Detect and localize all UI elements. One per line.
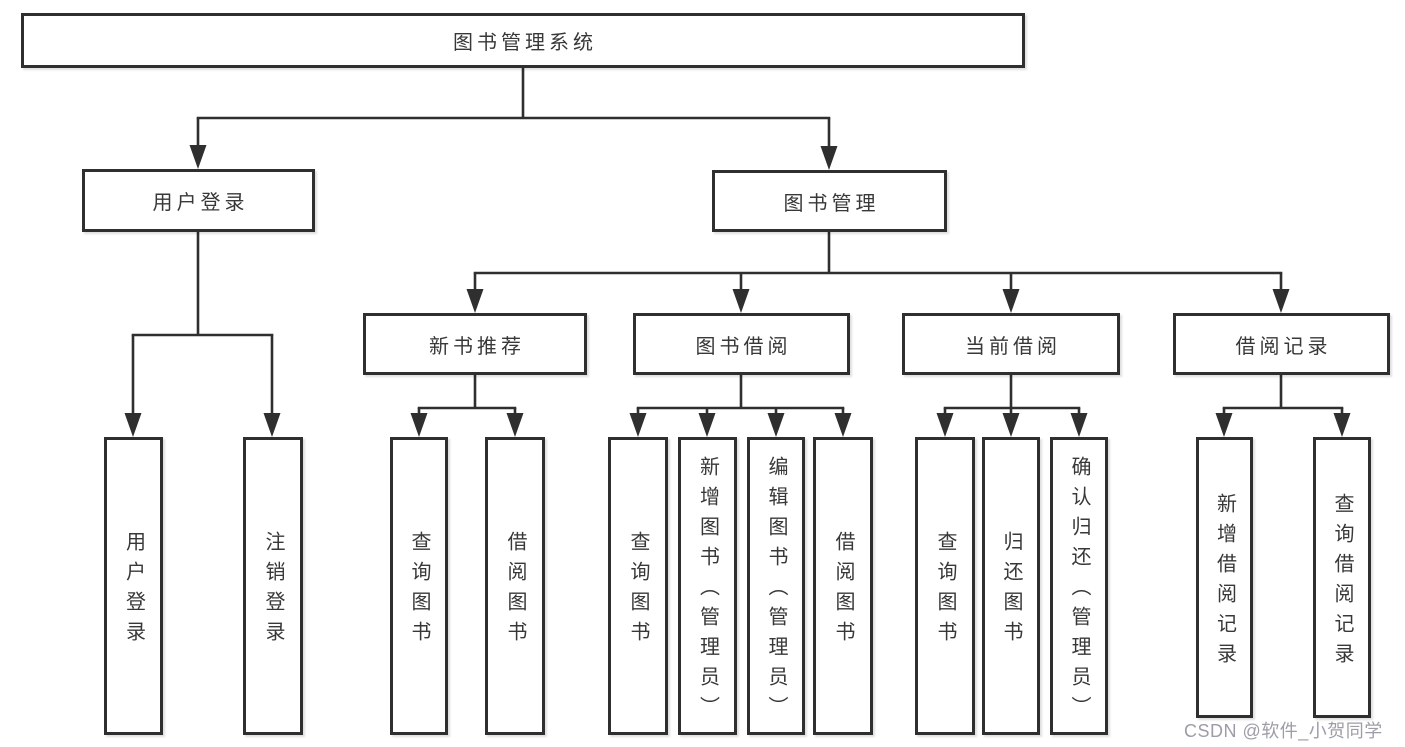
node-label-leaf-query-borrow-record: 查询借阅记录 <box>1331 492 1353 673</box>
node-label-leaf-confirm-return-admin: 确认归还（管理员） <box>1068 456 1090 726</box>
arrow-down-icon <box>410 413 428 437</box>
diagram-node-leaf-query-books-current: 查询图书 <box>915 437 975 735</box>
node-label-leaf-query-books-current: 查询图书 <box>934 531 956 651</box>
node-label-leaf-borrow-books-recommend: 借阅图书 <box>504 531 526 651</box>
arrow-down-icon <box>767 413 785 437</box>
arrow-down-icon <box>189 145 207 169</box>
node-label-leaf-edit-books-admin: 编辑图书（管理员） <box>765 456 787 726</box>
arrow-down-icon <box>1333 413 1351 437</box>
connector-group-borrowing-records <box>1215 375 1351 437</box>
diagram-node-leaf-borrow-books-recommend: 借阅图书 <box>485 437 545 735</box>
node-label-leaf-query-books-borrow: 查询图书 <box>627 531 649 651</box>
diagram-node-new-book-recommend: 新书推荐 <box>363 313 587 375</box>
connector-group-new-book-recommend <box>410 375 524 437</box>
diagram-node-book-management: 图书管理 <box>712 170 947 232</box>
arrow-down-icon <box>466 289 484 313</box>
diagram-node-leaf-return-books: 归还图书 <box>982 437 1040 735</box>
node-label-leaf-logout: 注销登录 <box>262 531 284 651</box>
node-label-book-borrowing: 图书借阅 <box>695 335 792 358</box>
diagram-node-leaf-logout: 注销登录 <box>243 437 303 735</box>
arrow-down-icon <box>1272 289 1290 313</box>
diagram-node-book-borrowing: 图书借阅 <box>633 313 850 375</box>
node-label-leaf-add-books-admin: 新增图书（管理员） <box>696 456 719 726</box>
arrow-down-icon <box>698 413 716 437</box>
node-label-leaf-borrow-books: 借阅图书 <box>832 531 854 651</box>
node-label-leaf-query-books-recommend: 查询图书 <box>408 531 430 651</box>
arrow-down-icon <box>1002 413 1020 437</box>
connector-group-user-login <box>124 232 281 437</box>
diagram-node-leaf-query-books-recommend: 查询图书 <box>390 437 448 735</box>
connector-group-book-borrowing <box>629 375 852 437</box>
arrow-down-icon <box>263 413 281 437</box>
arrow-down-icon <box>629 413 647 437</box>
arrow-down-icon <box>1215 413 1233 437</box>
arrow-down-icon <box>834 413 852 437</box>
watermark: CSDN @软件_小贺同学 <box>1184 721 1383 741</box>
arrow-down-icon <box>1070 413 1088 437</box>
connector-group-current-borrowing <box>936 375 1088 437</box>
diagram-node-leaf-edit-books-admin: 编辑图书（管理员） <box>747 437 805 735</box>
node-label-book-management: 图书管理 <box>783 192 880 215</box>
arrow-down-icon <box>124 413 142 437</box>
node-label-root: 图书管理系统 <box>453 32 597 54</box>
arrow-down-icon <box>1002 289 1020 313</box>
diagram-node-leaf-user-login: 用户登录 <box>104 437 163 735</box>
node-label-borrowing-records: 借阅记录 <box>1235 335 1332 358</box>
diagram-node-user-login: 用户登录 <box>82 169 315 232</box>
connector-group-root <box>189 68 838 170</box>
diagram-node-leaf-query-borrow-record: 查询借阅记录 <box>1313 437 1371 718</box>
node-label-leaf-return-books: 归还图书 <box>1000 531 1022 651</box>
diagram-node-root: 图书管理系统 <box>21 13 1025 68</box>
diagram-node-leaf-add-borrow-record: 新增借阅记录 <box>1196 437 1253 718</box>
diagram-node-leaf-borrow-books: 借阅图书 <box>813 437 873 735</box>
diagram-node-leaf-query-books-borrow: 查询图书 <box>608 437 668 735</box>
node-label-current-borrowing: 当前借阅 <box>965 335 1061 358</box>
arrow-down-icon <box>820 146 838 170</box>
diagram-node-borrowing-records: 借阅记录 <box>1173 313 1390 375</box>
arrow-down-icon <box>506 413 524 437</box>
node-label-leaf-add-borrow-record: 新增借阅记录 <box>1213 492 1236 673</box>
node-label-leaf-user-login: 用户登录 <box>122 531 145 651</box>
connector-group-book-management <box>466 232 1290 313</box>
arrow-down-icon <box>936 413 954 437</box>
diagram-node-current-borrowing: 当前借阅 <box>902 313 1120 375</box>
node-label-user-login: 用户登录 <box>152 192 249 214</box>
diagram-node-leaf-confirm-return-admin: 确认归还（管理员） <box>1050 437 1108 735</box>
node-label-new-book-recommend: 新书推荐 <box>429 335 525 358</box>
arrow-down-icon <box>732 289 750 313</box>
diagram-node-leaf-add-books-admin: 新增图书（管理员） <box>678 437 737 735</box>
